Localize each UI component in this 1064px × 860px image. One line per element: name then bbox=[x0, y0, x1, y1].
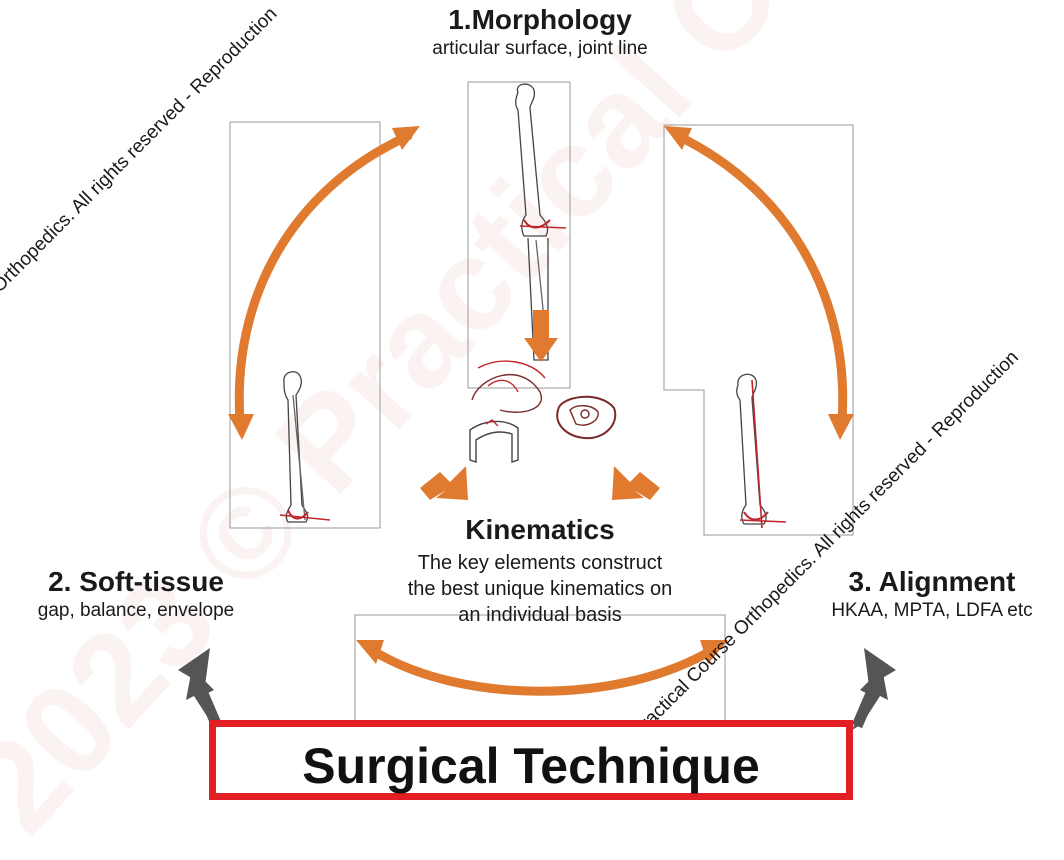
kinematics-title: Kinematics bbox=[370, 514, 710, 546]
alignment-label: 3. Alignment HKAA, MPTA, LDFA etc bbox=[800, 566, 1064, 622]
morphology-label: 1.Morphology articular surface, joint li… bbox=[370, 4, 710, 60]
alignment-subtitle: HKAA, MPTA, LDFA etc bbox=[800, 600, 1064, 622]
alignment-leg-xray bbox=[737, 374, 786, 528]
right-curved-arrow bbox=[678, 136, 843, 420]
down-arrow-morphology bbox=[524, 310, 558, 362]
kinematics-line-1: The key elements construct bbox=[370, 550, 710, 576]
bottom-curved-arrow bbox=[372, 650, 712, 691]
kinematics-image-frame bbox=[355, 615, 725, 735]
soft-tissue-label: 2. Soft-tissue gap, balance, envelope bbox=[0, 566, 272, 622]
kinematics-line-2: the best unique kinematics on bbox=[370, 576, 710, 602]
soft-tissue-image-frame bbox=[230, 122, 380, 528]
soft-tissue-leg-xray bbox=[280, 372, 330, 522]
surgical-technique-label: Surgical Technique bbox=[216, 737, 846, 795]
kinematics-description: The key elements construct the best uniq… bbox=[370, 550, 710, 628]
kinematics-line-3: an individual basis bbox=[370, 602, 710, 628]
image-frames bbox=[230, 82, 853, 735]
arrow-from-right bbox=[612, 466, 660, 500]
surgical-technique-box: Surgical Technique bbox=[209, 720, 853, 800]
alignment-title: 3. Alignment bbox=[800, 566, 1064, 598]
arrow-from-left bbox=[420, 466, 468, 500]
soft-tissue-title: 2. Soft-tissue bbox=[0, 566, 272, 598]
morphology-subtitle: articular surface, joint line bbox=[370, 38, 710, 60]
joint-surface-sketches bbox=[470, 361, 615, 462]
soft-tissue-subtitle: gap, balance, envelope bbox=[0, 600, 272, 622]
small-orange-arrows bbox=[420, 310, 660, 500]
morphology-title: 1.Morphology bbox=[370, 4, 710, 36]
kinematics-label: Kinematics The key elements construct th… bbox=[370, 514, 710, 628]
left-curved-arrow bbox=[239, 136, 408, 420]
